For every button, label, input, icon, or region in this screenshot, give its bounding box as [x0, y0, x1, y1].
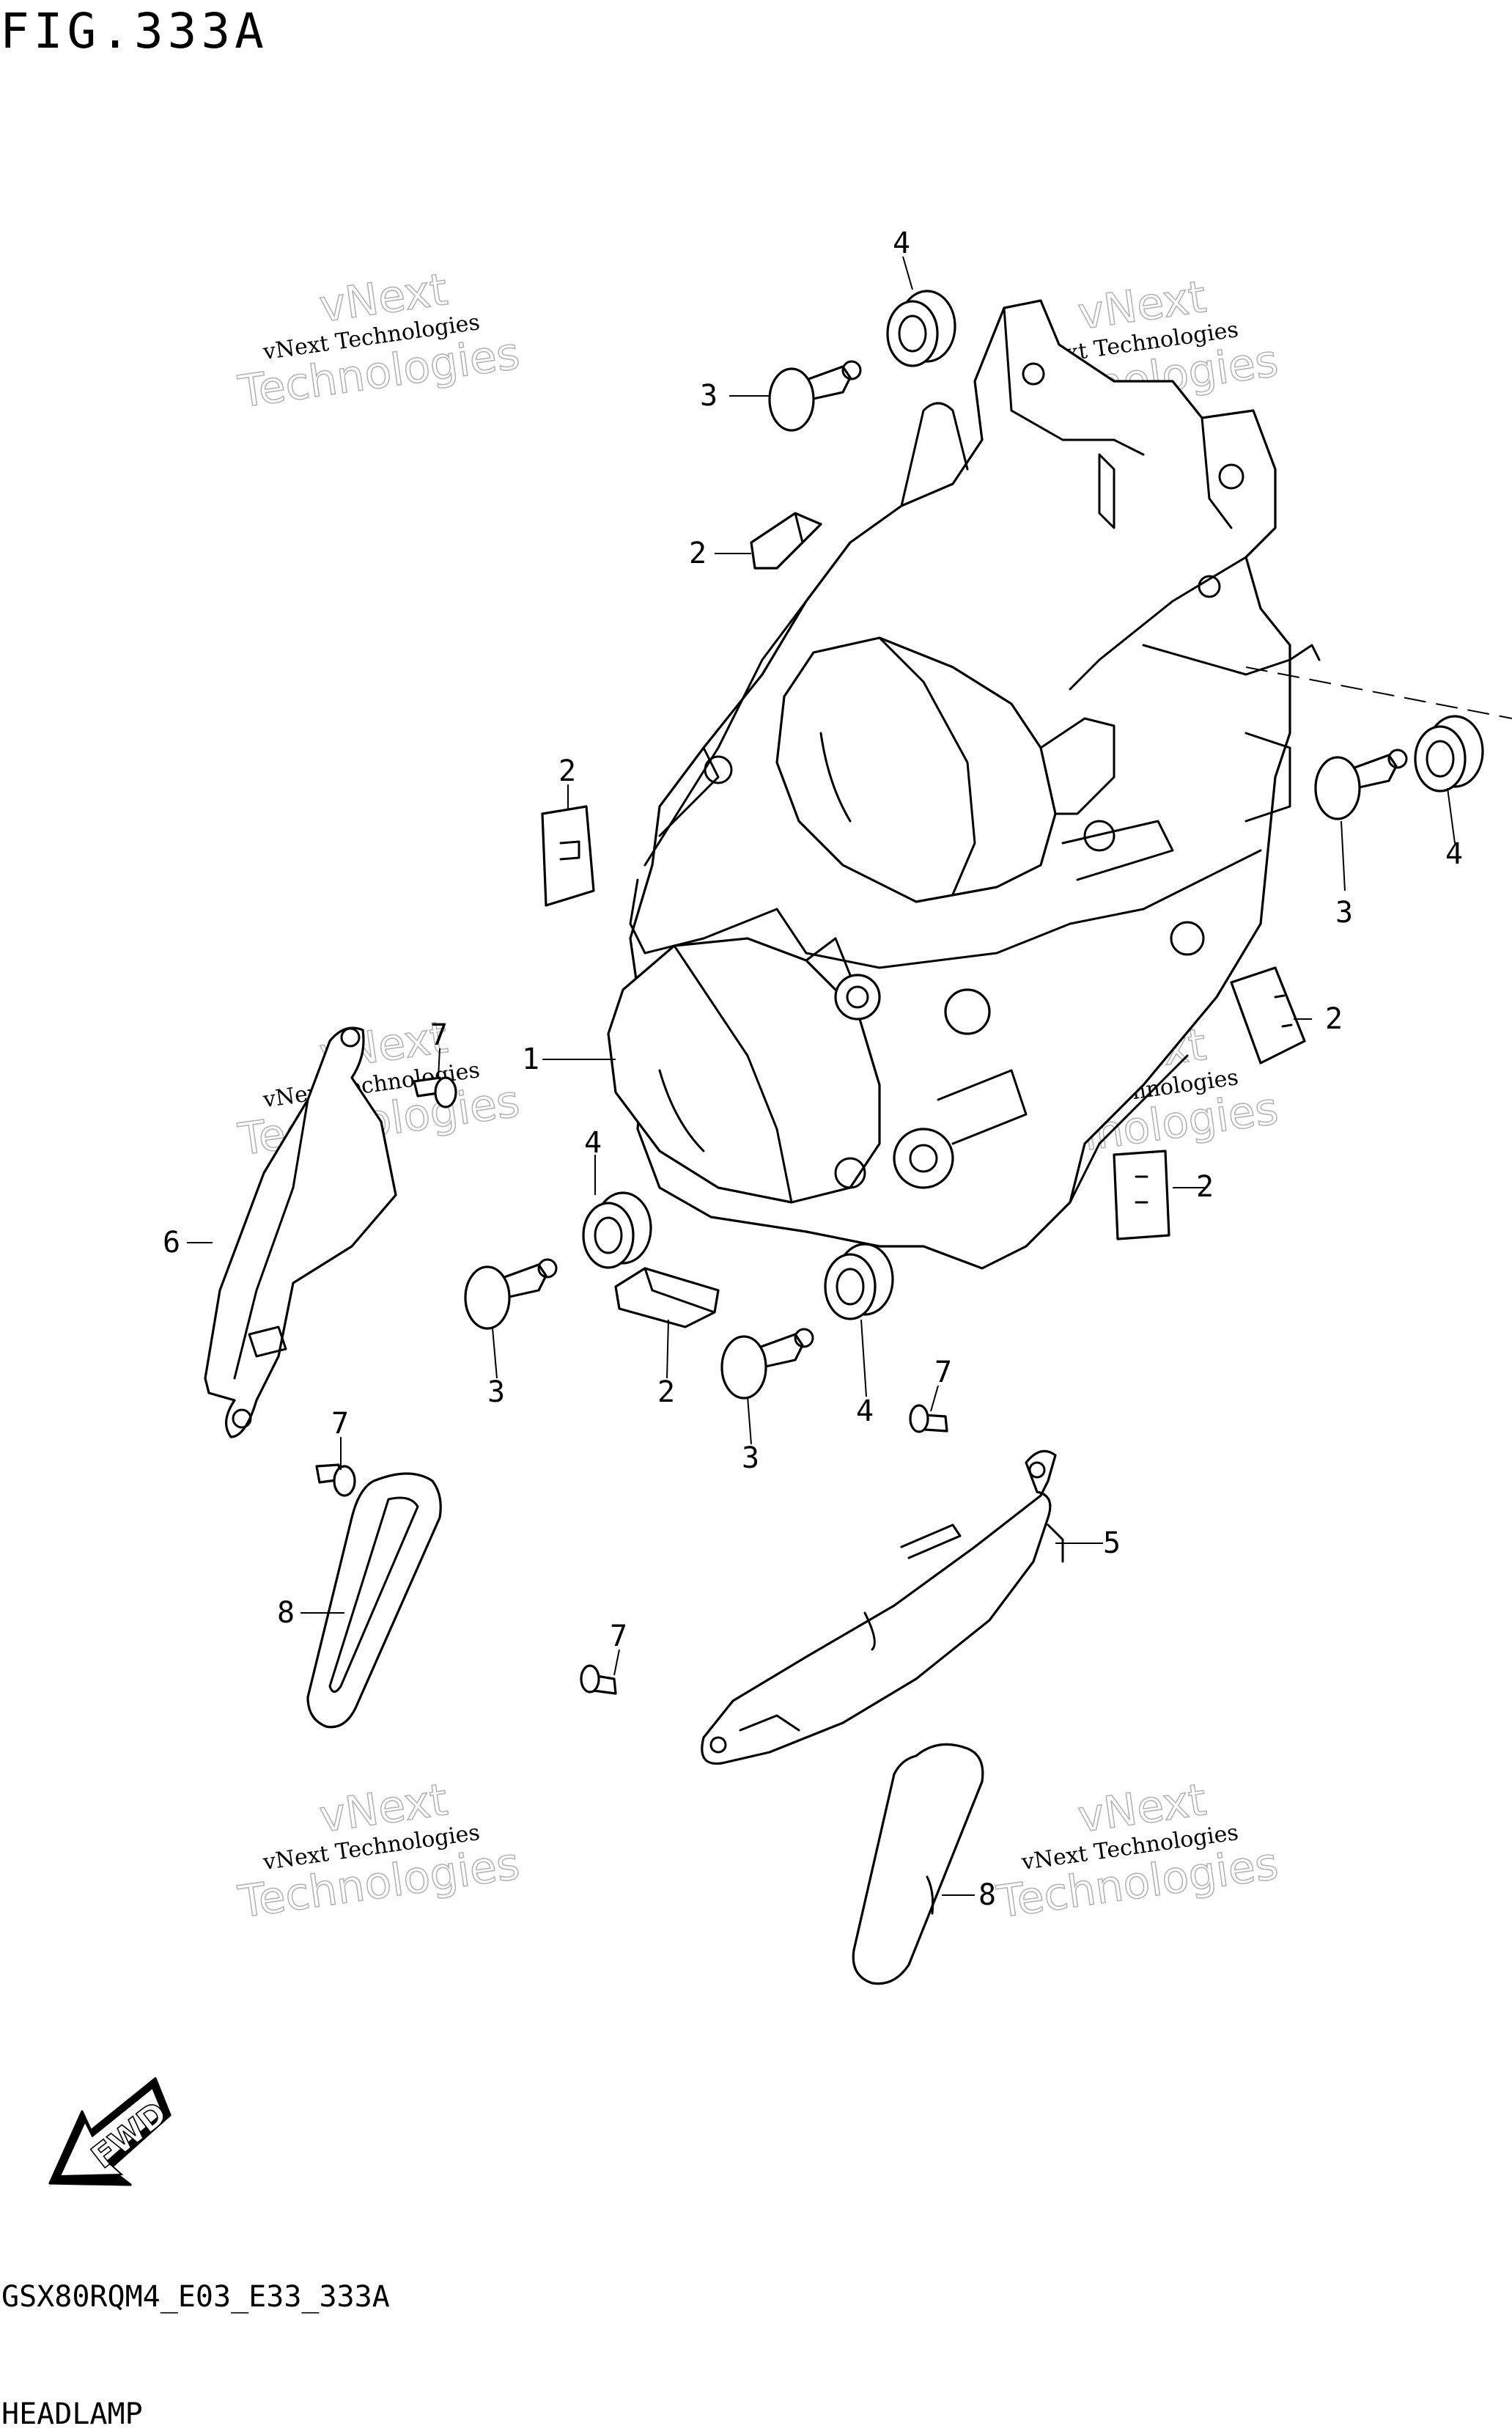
part-label-7-c: 7 [934, 1356, 952, 1389]
pin-3-top [768, 360, 862, 432]
fwd-arrow: FWD [48, 2077, 174, 2186]
reflector-8-right [852, 1743, 984, 1985]
part-label-4-top: 4 [893, 227, 910, 260]
part-label-7-a: 7 [430, 1018, 448, 1052]
pin-3-right [1314, 749, 1408, 820]
screw-7-a [413, 1076, 457, 1108]
part-label-2-right-upper: 2 [1325, 1002, 1343, 1036]
reflector-8-left [306, 1472, 442, 1729]
grommet-4-top [886, 290, 956, 367]
part-label-5: 5 [1103, 1526, 1121, 1560]
part-label-3-right: 3 [1335, 896, 1353, 930]
grommet-4-right [1414, 715, 1484, 793]
part-label-3-top: 3 [700, 379, 718, 413]
clip-2-top [750, 512, 822, 570]
lower-lamp-unit [607, 937, 1028, 1204]
part-label-3-bottom: 3 [742, 1441, 759, 1475]
part-label-2-right-lower: 2 [1196, 1170, 1214, 1204]
part-label-6: 6 [163, 1226, 180, 1260]
part-label-7-b: 7 [331, 1407, 349, 1441]
pin-3-bottom [720, 1328, 814, 1400]
side-cover-6 [204, 1026, 397, 1438]
part-label-3-left: 3 [487, 1375, 505, 1409]
part-label-4-right: 4 [1445, 837, 1463, 871]
part-label-1: 1 [522, 1043, 539, 1076]
screw-7-c [909, 1404, 948, 1433]
part-label-7-d: 7 [610, 1619, 627, 1653]
diagram-code: GSX80RQM4_E03_E33_333A [1, 2280, 390, 2314]
upper-lamp-unit [775, 636, 1174, 903]
part-labels: 4 3 2 2 3 4 2 1 4 2 6 7 3 2 4 7 3 7 5 8 … [163, 227, 1463, 1912]
screw-7-b [315, 1463, 356, 1497]
clip-2-right-lower [1113, 1150, 1170, 1240]
watermark-top-left: vNext vNext Technologies Technologies [235, 263, 523, 419]
grommet-4-bottom [824, 1243, 894, 1320]
clip-2-left [541, 805, 595, 907]
watermark-bottom-right: vNext vNext Technologies Technologies [993, 1773, 1282, 1929]
part-label-2-top: 2 [689, 537, 707, 570]
part-label-4-bottom: 4 [856, 1394, 874, 1428]
part-label-2-left: 2 [558, 754, 576, 788]
part-label-8-left: 8 [277, 1596, 295, 1630]
side-reflector-5 [701, 1449, 1064, 1765]
grommet-4-left [582, 1191, 652, 1269]
clip-2-right-upper [1230, 966, 1306, 1065]
part-label-2-bottom: 2 [657, 1375, 675, 1409]
part-label-4-left: 4 [584, 1126, 602, 1160]
figure-title: FIG.333A [0, 3, 268, 59]
clip-2-bottom [614, 1267, 720, 1328]
pin-3-left [464, 1258, 558, 1330]
screw-7-d [580, 1664, 617, 1695]
watermark-bottom-left: vNext vNext Technologies Technologies [235, 1773, 523, 1929]
part-label-8-right: 8 [978, 1878, 996, 1912]
diagram-name: HEADLAMP [1, 2397, 143, 2431]
leader-lines [187, 256, 1456, 1896]
